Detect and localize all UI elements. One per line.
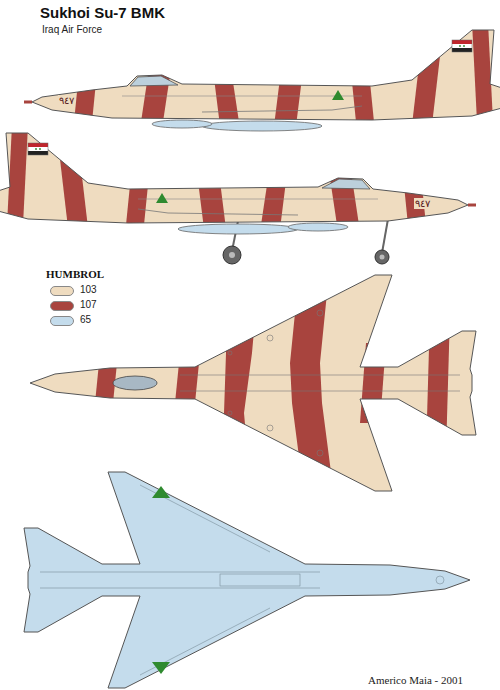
color-swatch [50,301,74,311]
serial-number: ٩٤٧ [414,198,431,209]
title: Sukhoi Su-7 BMK [40,4,165,21]
color-swatch [50,316,74,326]
paint-number: 65 [80,314,91,325]
paint-number: 103 [80,284,97,295]
subtitle: Iraq Air Force [42,24,102,35]
paint-number: 107 [80,299,97,310]
color-swatch [50,286,74,296]
legend-heading: HUMBROL [46,268,104,280]
signature: Americo Maia - 2001 [368,674,463,686]
serial-number: ٩٤٧ [58,95,75,106]
